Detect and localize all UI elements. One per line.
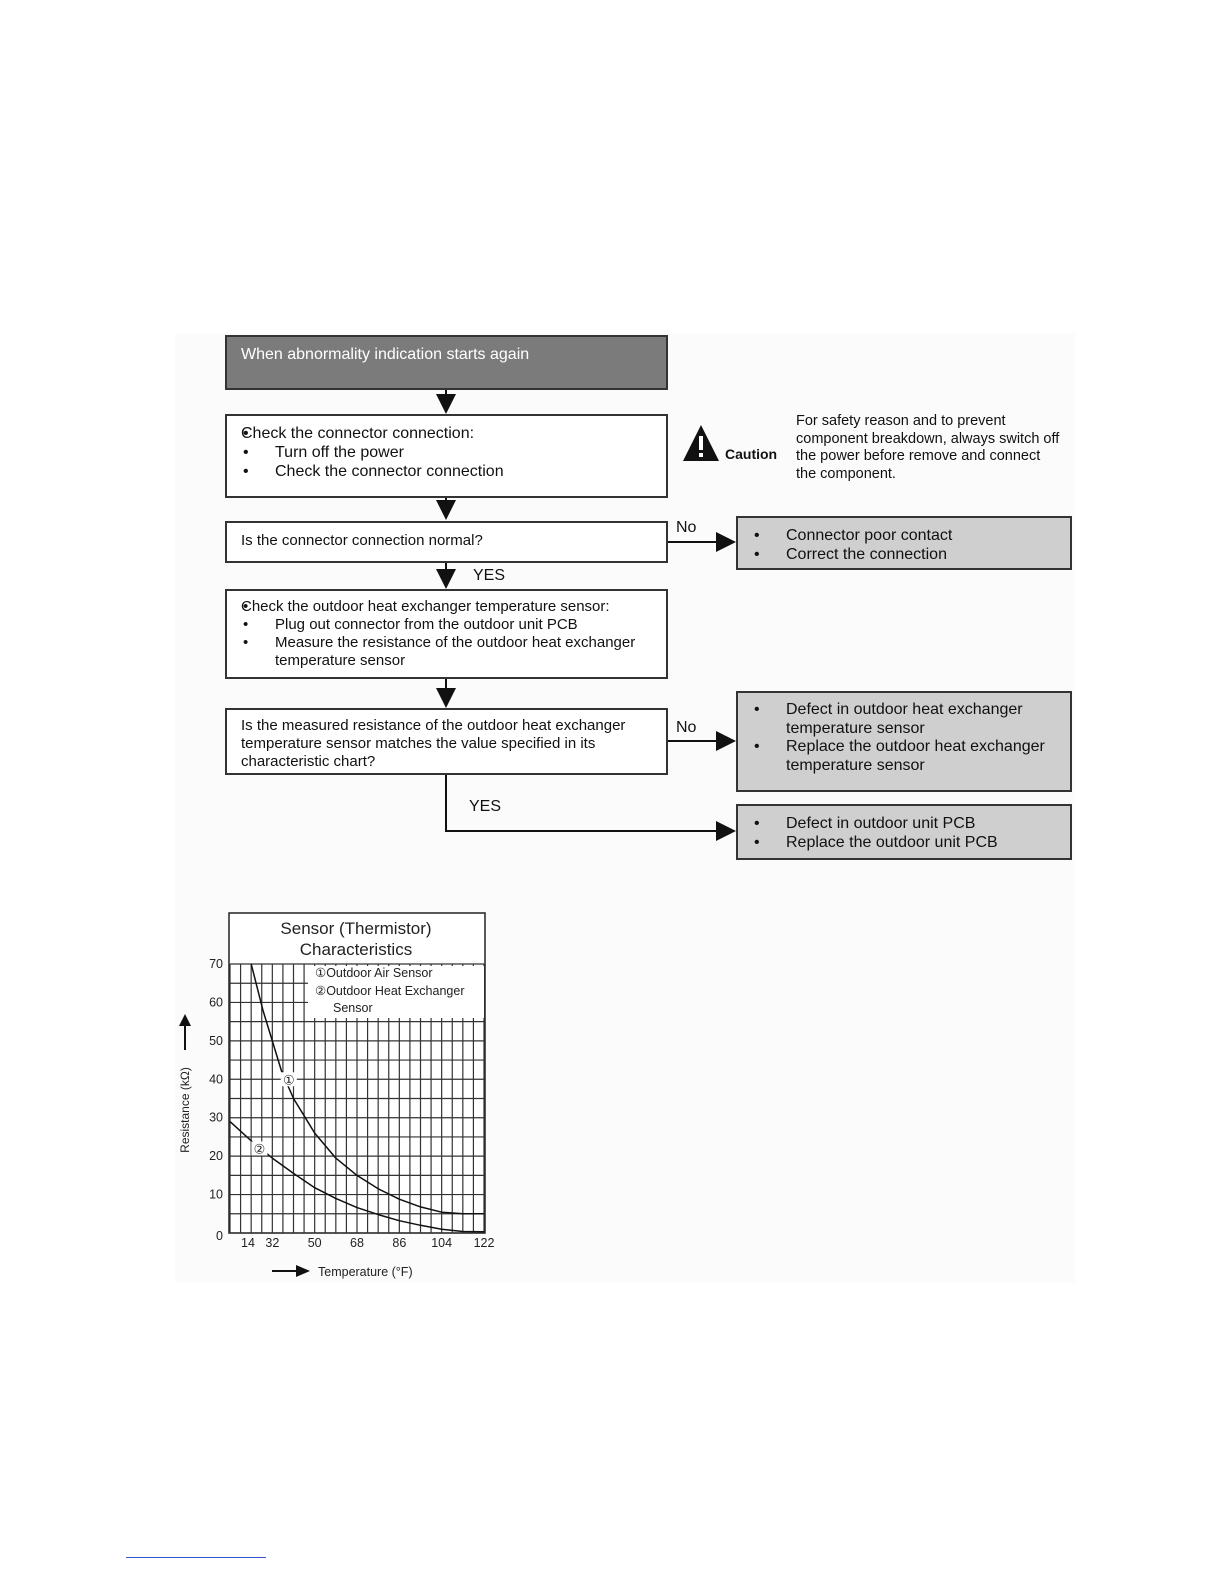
step2-item-1: Plug out connector from the outdoor unit… — [241, 616, 652, 634]
start-box: When abnormality indication starts again — [225, 335, 668, 390]
chart-title-line-1: Sensor (Thermistor) — [280, 919, 431, 938]
footnote-rule — [126, 1557, 266, 1558]
start-box-text: When abnormality indication starts again — [241, 346, 530, 363]
y-tick-label: 70 — [209, 957, 223, 971]
result1-item-2: Correct the connection — [752, 545, 1056, 564]
chart-ticks: 14 32 50 68 86 104 122 0 10 20 30 40 50 60 70 — [209, 957, 494, 1250]
chart-legend: ①Outdoor Air Sensor ②Outdoor Heat Exchang… — [315, 966, 464, 1015]
question1-text: Is the connector connection normal? — [241, 532, 483, 549]
series-marker-1: ① — [283, 1072, 295, 1087]
x-axis-label: Temperature (°F) — [318, 1265, 413, 1279]
chart-title-line-2: Characteristics — [300, 940, 412, 959]
series-line-2 — [229, 1121, 485, 1233]
question2-no-label: No — [676, 719, 697, 736]
question2-yes-label: YES — [469, 798, 502, 815]
result3-box: Defect in outdoor unit PCB Replace the o… — [736, 804, 1072, 860]
chart-series: ①② — [229, 963, 485, 1233]
y-tick-label: 40 — [209, 1072, 223, 1086]
warning-triangle-icon — [683, 425, 719, 461]
step1-box: Check the connector connection: Turn off… — [225, 414, 668, 498]
question1-yes-label: YES — [473, 567, 506, 584]
series-line-1 — [250, 963, 484, 1215]
y-tick-label: 10 — [209, 1188, 223, 1202]
question2-box: Is the measured resistance of the outdoo… — [225, 708, 668, 775]
result3-item-1: Defect in outdoor unit PCB — [752, 814, 1056, 833]
question1-no-label: No — [676, 519, 697, 536]
y-tick-label: 50 — [209, 1034, 223, 1048]
y-tick-label: 60 — [209, 995, 223, 1009]
x-tick-label: 14 — [241, 1236, 255, 1250]
question2-text: Is the measured resistance of the outdoo… — [241, 717, 626, 770]
legend-item-2: ②Outdoor Heat Exchanger — [315, 984, 464, 998]
caution-text: For safety reason and to prevent compone… — [796, 413, 1060, 482]
result1-box: Connector poor contact Correct the conne… — [736, 516, 1072, 570]
step2-box: Check the outdoor heat exchanger tempera… — [225, 589, 668, 679]
caution-label: Caution — [725, 446, 778, 462]
y-axis-arrow — [179, 1014, 191, 1050]
y-tick-label: 30 — [209, 1111, 223, 1125]
legend-background — [308, 966, 484, 1018]
step2-item-2: Measure the resistance of the outdoor he… — [241, 634, 652, 670]
result2-box: Defect in outdoor heat exchanger tempera… — [736, 691, 1072, 792]
y-tick-label: 0 — [216, 1229, 223, 1243]
step2-title: Check the outdoor heat exchanger tempera… — [241, 598, 652, 616]
x-tick-label: 104 — [431, 1236, 452, 1250]
x-tick-label: 86 — [392, 1236, 406, 1250]
result2-item-2: Replace the outdoor heat exchanger tempe… — [752, 738, 1056, 775]
result3-item-2: Replace the outdoor unit PCB — [752, 833, 1056, 852]
x-axis-arrow — [272, 1265, 310, 1277]
x-tick-label: 68 — [350, 1236, 364, 1250]
result1-item-1: Connector poor contact — [752, 526, 1056, 545]
thermistor-chart: Sensor (Thermistor) Characteristics ①Out… — [178, 912, 494, 1279]
y-tick-label: 20 — [209, 1149, 223, 1163]
x-tick-label: 50 — [308, 1236, 322, 1250]
x-tick-label: 122 — [474, 1236, 495, 1250]
question1-box: Is the connector connection normal? — [225, 521, 668, 563]
series-marker-bg-2 — [251, 1141, 268, 1156]
arrow-q2-yes — [445, 775, 736, 841]
series-marker-bg-1 — [280, 1072, 297, 1087]
step1-title: Check the connector connection: — [241, 424, 652, 443]
series-marker-2: ② — [254, 1141, 266, 1156]
step1-item-2: Check the connector connection — [241, 462, 652, 481]
x-tick-label: 32 — [265, 1236, 279, 1250]
legend-item-1: ①Outdoor Air Sensor — [315, 966, 433, 980]
step1-item-1: Turn off the power — [241, 443, 652, 462]
legend-item-2-cont: Sensor — [333, 1001, 373, 1015]
result2-item-1: Defect in outdoor heat exchanger tempera… — [752, 701, 1056, 738]
y-axis-label: Resistance (kΩ) — [178, 1067, 192, 1153]
